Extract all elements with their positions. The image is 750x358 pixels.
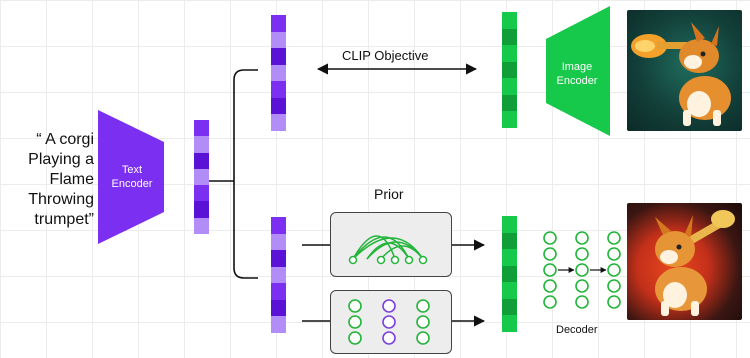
caption-line: “ A corgi bbox=[36, 131, 94, 148]
caption-line: trumpet” bbox=[34, 211, 94, 228]
image-encoder-label-line2: Encoder bbox=[556, 75, 598, 87]
diffusion-nodes bbox=[348, 299, 430, 345]
image-encoder-label: Image Encoder bbox=[548, 60, 606, 88]
prior-input-embedding bbox=[271, 217, 286, 334]
decoder-network bbox=[543, 231, 621, 309]
text-encoder-shape bbox=[98, 110, 164, 244]
corgi-illustration bbox=[631, 22, 731, 126]
prior-box-autoregressive bbox=[330, 212, 452, 277]
text-encoder-label: Text Encoder bbox=[104, 163, 160, 191]
image-encoder-label-line1: Image bbox=[561, 61, 593, 73]
text-encoder-label-line1: Text bbox=[121, 164, 143, 176]
clip-image-embedding bbox=[502, 12, 517, 129]
prior-label: Prior bbox=[374, 186, 404, 202]
decoder-label: Decoder bbox=[556, 324, 598, 336]
clip-text-embedding bbox=[271, 15, 286, 132]
generated-image-embedding bbox=[502, 216, 517, 333]
branch-bracket bbox=[233, 69, 258, 279]
text-embedding-vector bbox=[194, 120, 209, 234]
corgi-image-top bbox=[627, 10, 742, 131]
prior-box-diffusion bbox=[330, 290, 452, 354]
autoregressive-arcs bbox=[348, 235, 428, 265]
image-encoder-shape bbox=[546, 6, 610, 136]
caption-line: Playing a bbox=[28, 151, 94, 168]
clip-objective-label: CLIP Objective bbox=[342, 48, 429, 63]
caption-line: Throwing bbox=[28, 191, 94, 208]
input-caption: “ A corgi Playing a Flame Throwing trump… bbox=[2, 130, 94, 230]
caption-line: Flame bbox=[49, 171, 94, 188]
generated-corgi-illustration bbox=[655, 210, 735, 316]
corgi-image-generated bbox=[627, 203, 742, 320]
text-encoder-label-line2: Encoder bbox=[111, 178, 153, 190]
